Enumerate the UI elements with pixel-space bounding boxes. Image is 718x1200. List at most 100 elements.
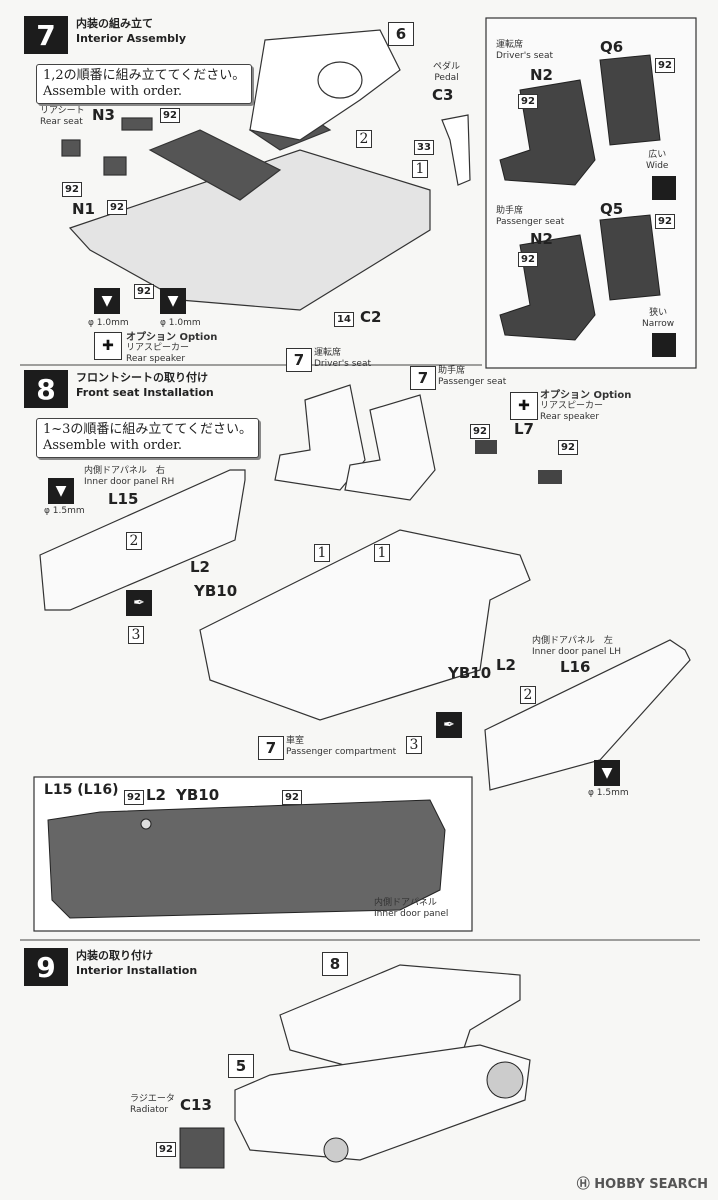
part-yb10: YB10 — [194, 582, 238, 600]
color-code: 92 — [62, 182, 82, 197]
passenger-en: Passenger seat — [496, 217, 565, 227]
step-ref-8: 8 — [322, 952, 348, 976]
step-ref-7: 7 — [410, 366, 436, 390]
watermark: Ⓗ HOBBY SEARCH — [577, 1173, 708, 1192]
color-code: 92 — [156, 1142, 176, 1157]
option-label: オプション Option リアスピーカー Rear speaker — [126, 332, 217, 365]
cabin-label: 車室 Passenger compartment — [286, 736, 396, 758]
part-q6: Q6 — [600, 38, 624, 56]
driver-seat-label: 運転席 Driver's seat — [314, 348, 371, 370]
color-code: 92 — [160, 108, 180, 123]
cabin-en: Passenger compartment — [286, 747, 397, 757]
door-rh-en: Inner door panel RH — [84, 477, 175, 487]
step-7-header: 7 内装の組み立て Interior Assembly — [24, 16, 186, 54]
step-ref-5: 5 — [228, 1054, 254, 1078]
color-code: 92 — [558, 440, 578, 455]
step-title-en: Front seat Installation — [76, 386, 214, 399]
order-note: 1,2の順番に組み立ててください。 Assemble with order. — [36, 64, 253, 104]
color-code: 92 — [282, 790, 302, 805]
passenger-jp: 助手席 — [438, 366, 466, 376]
sub-step: 1 — [412, 160, 428, 178]
order-note-jp: 1,2の順番に組み立ててください。 — [43, 68, 246, 83]
color-code: 14 — [334, 312, 354, 327]
drill-size: φ 1.0mm — [88, 318, 129, 328]
order-note-en: Assemble with order. — [43, 438, 183, 453]
drill-icon: ▼ — [160, 288, 186, 314]
part-q5: Q5 — [600, 200, 624, 218]
front-seats-drawing — [274, 384, 366, 491]
detail-door-drawing — [47, 799, 446, 919]
rear-seat-label: リアシート Rear seat — [40, 106, 85, 128]
detail-title: L15 (L16) — [44, 782, 119, 798]
step-title-jp: 内装の取り付け — [76, 949, 153, 962]
radiator-en: Radiator — [130, 1105, 169, 1115]
step-ref-7: 7 — [286, 348, 312, 372]
radiator-label: ラジエータ Radiator — [130, 1094, 175, 1116]
drill-size: φ 1.5mm — [44, 506, 85, 516]
step-8-header: 8 フロントシートの取り付け Front seat Installation — [24, 370, 214, 408]
rear-seat-en: Rear seat — [40, 117, 83, 127]
sub-step: 1 — [314, 544, 330, 562]
part-l2: L2 — [190, 558, 210, 576]
color-code: 92 — [124, 790, 144, 805]
pedal-jp: ペダル — [433, 62, 461, 72]
part-n1: N1 — [72, 200, 95, 218]
passenger-seat-label: 助手席 Passenger seat — [496, 206, 564, 228]
door-rh-label: 内側ドアパネル 右 Inner door panel RH — [84, 466, 174, 488]
part-c13: C13 — [180, 1096, 212, 1114]
option-icon: ✚ — [510, 392, 538, 420]
driver-en: Driver's seat — [314, 359, 371, 369]
step-title-jp: フロントシートの取り付け — [76, 371, 208, 384]
order-note-jp: 1~3の順番に組み立ててください。 — [43, 422, 253, 437]
option-sub-jp: リアスピーカー — [126, 343, 190, 353]
detail-caption-jp: 内側ドアパネル — [374, 898, 437, 908]
screw-icon: ✒ — [436, 712, 462, 738]
step-number: 7 — [24, 16, 68, 54]
option-sub-en: Rear speaker — [126, 354, 186, 364]
option-icon: ✚ — [94, 332, 122, 360]
watermark-logo-icon: Ⓗ — [576, 1177, 590, 1192]
wide-label: 広い Wide — [646, 150, 668, 172]
part-c2: C2 — [360, 308, 382, 326]
door-lh-en: Inner door panel LH — [532, 647, 622, 657]
color-code: 92 — [655, 58, 675, 73]
part-l2: L2 — [496, 656, 516, 674]
part-l16: L16 — [560, 658, 591, 676]
step-ref-7: 7 — [258, 736, 284, 760]
driver-jp: 運転席 — [496, 40, 524, 50]
option-sub-en: Rear speaker — [540, 412, 600, 422]
color-code: 92 — [470, 424, 490, 439]
option-jp: オプション Option — [540, 390, 632, 401]
radiator-jp: ラジエータ — [130, 1094, 175, 1104]
sub-step: 3 — [128, 626, 144, 644]
driver-seat-label: 運転席 Driver's seat — [496, 40, 553, 62]
color-code: 92 — [107, 200, 127, 215]
passenger-en: Passenger seat — [438, 377, 507, 387]
color-code: 92 — [655, 214, 675, 229]
passenger-seat-label: 助手席 Passenger seat — [438, 366, 506, 388]
part-l2: L2 — [146, 786, 166, 804]
passenger-jp: 助手席 — [496, 206, 524, 216]
option-label: オプション Option リアスピーカー Rear speaker — [540, 390, 631, 423]
driver-en: Driver's seat — [496, 51, 553, 61]
order-note-en: Assemble with order. — [43, 84, 183, 99]
step-title-jp: 内装の組み立て — [76, 17, 153, 30]
rear-seat-jp: リアシート — [40, 106, 85, 116]
part-yb10: YB10 — [448, 664, 492, 682]
wide-en: Wide — [646, 161, 669, 171]
part-yb10: YB10 — [176, 786, 220, 804]
compartment-drawing — [199, 529, 531, 721]
chassis-drawing — [234, 1044, 531, 1161]
sub-step: 2 — [356, 130, 372, 148]
step-ref-6: 6 — [388, 22, 414, 46]
drill-size: φ 1.0mm — [160, 318, 201, 328]
part-n2: N2 — [530, 66, 553, 84]
door-lh-jp: 内側ドアパネル 左 — [532, 636, 613, 646]
part-n3: N3 — [92, 106, 115, 124]
watermark-text: HOBBY SEARCH — [594, 1177, 708, 1192]
drill-icon: ▼ — [594, 760, 620, 786]
floor-tray-drawing — [68, 149, 431, 311]
part-l7: L7 — [514, 420, 534, 438]
